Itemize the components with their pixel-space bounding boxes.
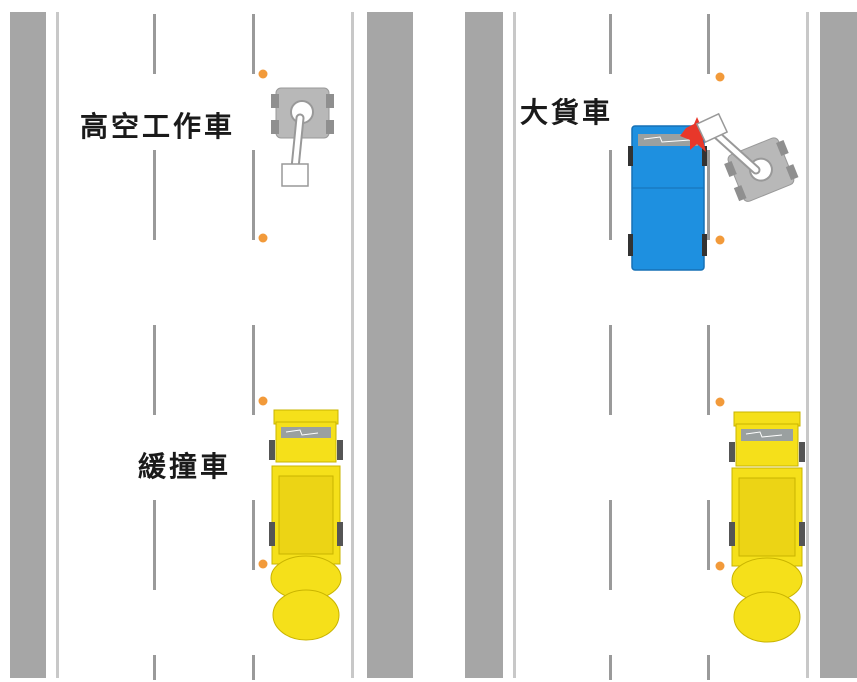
lane-dashes-left-1 — [153, 14, 156, 680]
right-shoulder — [820, 12, 857, 678]
label-truck: 大貨車 — [520, 96, 613, 129]
traffic-cones-right — [715, 72, 725, 571]
buffer-vehicle-left — [269, 409, 343, 641]
left-shoulder — [465, 12, 503, 678]
traffic-cones-left — [258, 69, 268, 569]
traffic-cone — [715, 561, 725, 571]
aerial-work-vehicle — [271, 87, 334, 187]
panel-before: 高空工作車 緩撞車 — [10, 12, 413, 680]
lane-dashes-right-2 — [707, 14, 710, 680]
traffic-cone — [715, 72, 725, 82]
traffic-cone — [715, 397, 725, 407]
buffer-vehicle-right — [729, 411, 805, 643]
label-buffer-vehicle: 緩撞車 — [138, 450, 231, 483]
traffic-cone — [258, 233, 268, 243]
edge-line-right — [806, 12, 809, 678]
traffic-cone — [258, 559, 268, 569]
traffic-cone — [258, 69, 268, 79]
right-shoulder — [367, 12, 413, 678]
label-aerial-work-vehicle: 高空工作車 — [80, 110, 235, 143]
lane-dashes-left-2 — [252, 14, 255, 680]
aerial-platform-basket — [695, 112, 729, 144]
traffic-cone — [258, 396, 268, 406]
edge-line-left — [56, 12, 59, 678]
traffic-cone — [715, 235, 725, 245]
truck — [628, 125, 707, 271]
road-surface-left — [10, 12, 413, 678]
panel-after: 大貨車 — [465, 12, 857, 680]
lane-dashes-right-1 — [609, 14, 612, 680]
edge-line-left — [513, 12, 516, 678]
left-shoulder — [10, 12, 46, 678]
edge-line-right — [351, 12, 354, 678]
